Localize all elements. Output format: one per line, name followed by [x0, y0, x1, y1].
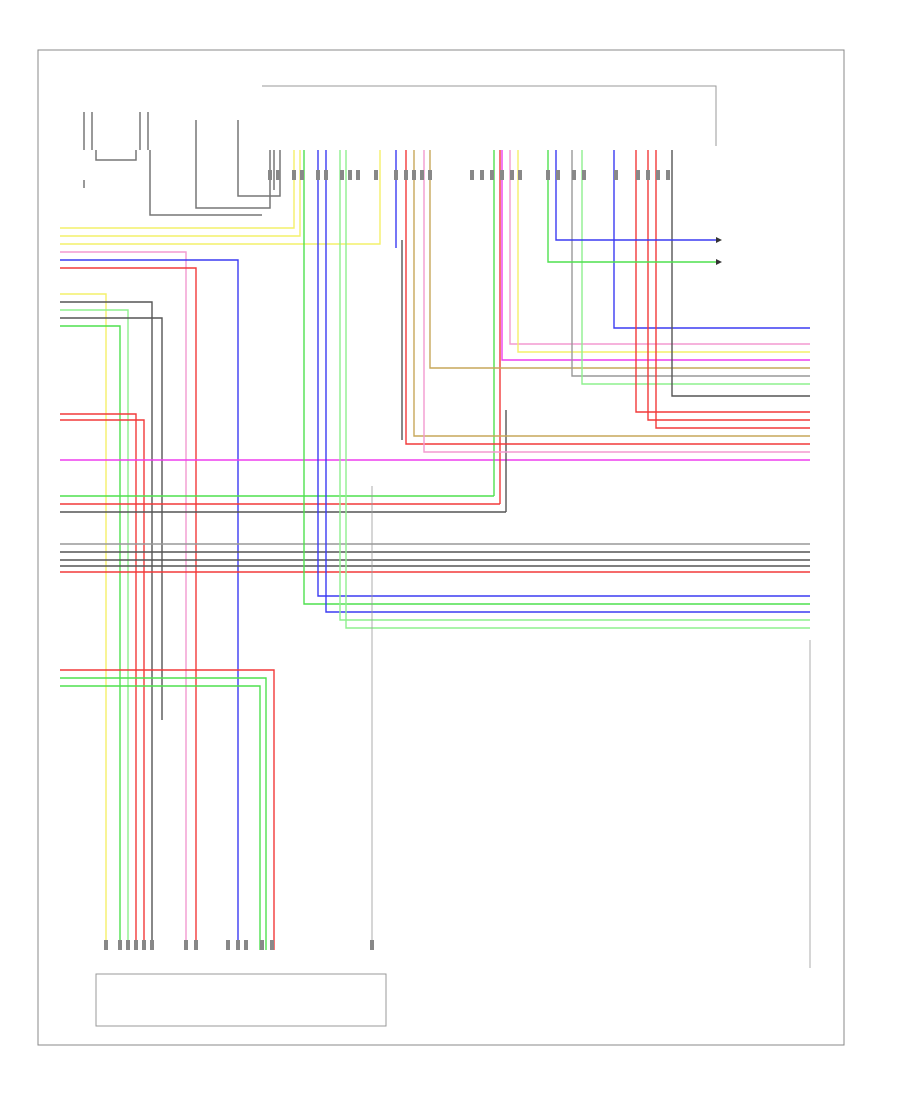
diagram-border: [37, 49, 845, 1046]
right-connector-arrows: [716, 237, 722, 265]
left-component-group: [83, 112, 281, 216]
bottom-pin-connectors: [104, 940, 374, 950]
bottom-module-box: [95, 973, 387, 1027]
top-module-outline: [262, 85, 717, 146]
top-pin-connectors: [268, 170, 670, 180]
wires: [60, 150, 811, 968]
